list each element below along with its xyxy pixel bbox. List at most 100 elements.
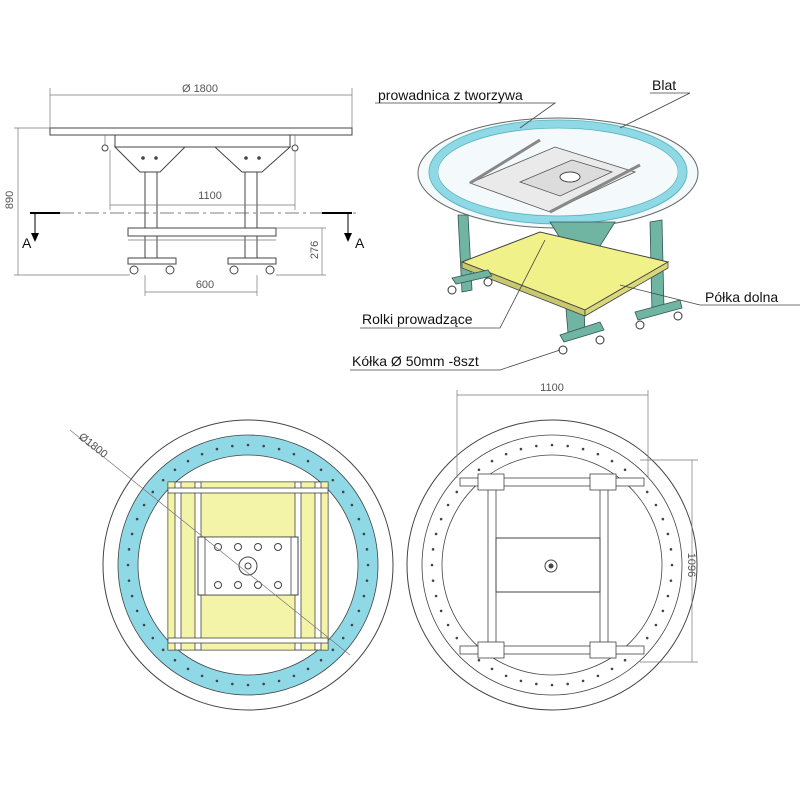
dim-side-diameter: Ø 1800 [182, 83, 218, 95]
callout-rollers: Rolki prowadzące [362, 311, 473, 327]
caster-wheel [265, 265, 275, 275]
callout-guide: prowadnica z tworzywa [378, 87, 523, 103]
table-top-side [49, 127, 353, 136]
callout-casters: Kółka Ø 50mm -8szt [352, 353, 479, 369]
ring-hole [566, 444, 569, 448]
ring-hole [306, 459, 310, 463]
ring-hole [127, 579, 131, 582]
ring-hole [434, 594, 438, 598]
ring-hole [142, 623, 146, 627]
ring-hole [455, 490, 459, 494]
dim-shelf-height: 276 [309, 241, 321, 259]
ring-hole [366, 563, 370, 567]
ring-hole [262, 682, 265, 686]
side-view: Ø 1800 A A [4, 83, 365, 296]
dim-top-diameter: Ø1800 [76, 431, 109, 461]
section-mark-left: A [22, 235, 32, 251]
ring-hole [430, 563, 434, 567]
ring-hole [596, 452, 600, 456]
shelf-side [127, 227, 277, 237]
frame-housing [114, 134, 291, 148]
ring-hole [581, 447, 585, 451]
ring-hole [439, 609, 443, 613]
ring-hole [504, 452, 508, 456]
isometric-view: prowadnica z tworzywa Blat Półka dolna R… [350, 77, 800, 371]
ring-hole [623, 658, 627, 662]
ring-hole [666, 594, 670, 598]
ring-hole [446, 623, 450, 627]
guide-ring-iso [428, 119, 688, 225]
ring-hole [519, 447, 523, 451]
ring-hole [610, 667, 614, 671]
top-view-left: Ø1800 [69, 419, 394, 711]
ring-hole [490, 459, 494, 463]
left-leg [144, 171, 158, 261]
ring-hole [341, 490, 345, 494]
ring-hole [654, 503, 658, 507]
lower-shelf-iso [460, 231, 670, 311]
ring-hole [277, 447, 281, 451]
ring-hole [477, 468, 481, 472]
caster-iso [558, 345, 568, 355]
ring-hole [161, 648, 165, 652]
dim-height: 890 [4, 191, 16, 209]
top-view-right: 1100 1096 [406, 382, 698, 711]
ring-hole [490, 667, 494, 671]
ring-hole [504, 674, 508, 678]
ring-hole [365, 579, 369, 582]
right-leg [244, 171, 258, 261]
ring-hole [215, 679, 219, 683]
ring-hole [173, 658, 177, 662]
ring-hole [455, 636, 459, 640]
ring-hole [319, 658, 323, 662]
ring-hole [262, 444, 265, 448]
ring-hole [477, 658, 481, 662]
ring-hole [550, 443, 554, 447]
ring-hole [215, 447, 219, 451]
ring-hole [319, 468, 323, 472]
ring-hole [186, 459, 190, 463]
ring-hole [439, 517, 443, 521]
ring-hole [292, 674, 296, 678]
ring-hole [661, 609, 665, 613]
ring-hole [431, 579, 435, 582]
ring-hole [341, 636, 345, 640]
ring-hole [365, 548, 369, 551]
ring-hole [231, 444, 234, 448]
ring-hole [669, 548, 673, 551]
ring-hole [331, 648, 335, 652]
ring-hole [331, 478, 335, 482]
ring-hole [135, 517, 139, 521]
ring-hole [173, 468, 177, 472]
ring-hole [350, 623, 354, 627]
dim-leg-spacing: 1100 [198, 190, 222, 202]
dim-top-width: 1100 [540, 382, 564, 394]
ring-hole [535, 444, 538, 448]
ring-hole [669, 579, 673, 582]
ring-hole [306, 667, 310, 671]
ring-hole [610, 459, 614, 463]
ring-hole [161, 478, 165, 482]
ring-hole [431, 548, 435, 551]
ring-hole [231, 682, 234, 686]
ring-hole [142, 503, 146, 507]
ring-hole [127, 548, 131, 551]
left-gusset [113, 146, 187, 173]
ring-hole [357, 517, 361, 521]
ring-hole [350, 503, 354, 507]
ring-hole [357, 609, 361, 613]
caster-wheel [129, 265, 139, 275]
ring-hole [130, 594, 134, 598]
ring-hole [434, 532, 438, 536]
ring-hole [200, 674, 204, 678]
ring-hole [151, 636, 155, 640]
ring-hole [292, 452, 296, 456]
callout-lower-shelf: Półka dolna [705, 289, 778, 305]
ring-hole [535, 682, 538, 686]
ring-hole [246, 443, 250, 447]
ring-hole [135, 609, 139, 613]
ring-hole [200, 452, 204, 456]
caster-wheel [165, 265, 175, 275]
ring-hole [623, 468, 627, 472]
